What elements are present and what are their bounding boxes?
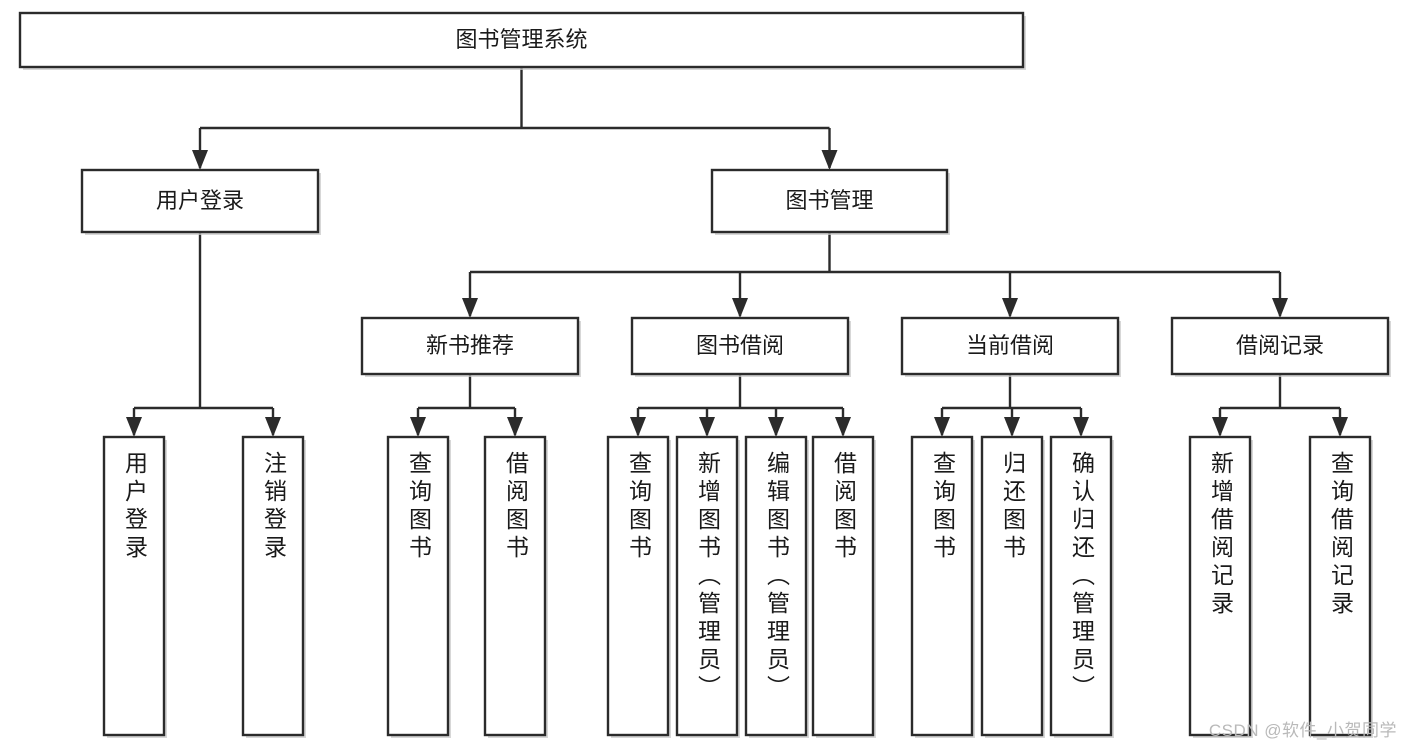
node-level1-label: 用户登录 [156, 188, 244, 213]
arrow-head-icon [1004, 417, 1020, 437]
node-leaf-归还图书-9[interactable] [980, 435, 1044, 737]
node-root-图书管理系统[interactable] [18, 11, 1025, 69]
node-level1-用户登录-0[interactable] [80, 168, 320, 234]
node-leaf-新增借阅记录-11[interactable] [1188, 435, 1252, 737]
node-level2-label: 借阅记录 [1236, 333, 1324, 358]
connectors-layer [126, 67, 1348, 437]
arrow-head-icon [1212, 417, 1228, 437]
arrow-head-icon [835, 417, 851, 437]
node-leaf-查询借阅记录-12[interactable] [1308, 435, 1372, 737]
node-leaf-新增图书管理员-5[interactable] [675, 435, 739, 737]
node-level2-label: 新书推荐 [426, 333, 514, 358]
node-root-label: 图书管理系统 [455, 27, 587, 52]
arrow-head-icon [1332, 417, 1348, 437]
arrow-head-icon [410, 417, 426, 437]
arrow-head-icon [934, 417, 950, 437]
node-leaf-注销登录-1[interactable] [241, 435, 305, 737]
node-leaf-查询图书-4[interactable] [606, 435, 670, 737]
arrow-head-icon [1073, 417, 1089, 437]
arrow-head-icon [1272, 298, 1288, 318]
node-level2-图书借阅-1[interactable] [630, 316, 850, 376]
node-leaf-编辑图书管理员-6[interactable] [744, 435, 808, 737]
node-leaf-借阅图书-3[interactable] [483, 435, 547, 737]
arrow-head-icon [768, 417, 784, 437]
node-level1-label: 图书管理 [785, 188, 873, 213]
arrow-head-icon [732, 298, 748, 318]
arrow-head-icon [462, 298, 478, 318]
node-leaf-查询图书-8[interactable] [910, 435, 974, 737]
watermark-text: CSDN @软件_小贺同学 [1208, 721, 1397, 740]
arrow-head-icon [699, 417, 715, 437]
arrow-head-icon [265, 417, 281, 437]
node-leaf-借阅图书-7[interactable] [811, 435, 875, 737]
node-level2-借阅记录-3[interactable] [1170, 316, 1390, 376]
arrow-head-icon [126, 417, 142, 437]
arrow-head-icon [192, 150, 208, 170]
node-level2-当前借阅-2[interactable] [900, 316, 1120, 376]
node-leaf-查询图书-2[interactable] [386, 435, 450, 737]
node-level1-图书管理-1[interactable] [710, 168, 949, 234]
node-leaf-用户登录-0[interactable] [102, 435, 166, 737]
node-leaf-确认归还管理员-10[interactable] [1049, 435, 1113, 737]
arrow-head-icon [1002, 298, 1018, 318]
node-level2-新书推荐-0[interactable] [360, 316, 580, 376]
node-level2-label: 当前借阅 [966, 333, 1054, 358]
arrow-head-icon [630, 417, 646, 437]
arrow-head-icon [507, 417, 523, 437]
arrow-head-icon [821, 150, 838, 170]
node-level2-label: 图书借阅 [696, 333, 784, 358]
boxes-layer [18, 11, 1391, 738]
